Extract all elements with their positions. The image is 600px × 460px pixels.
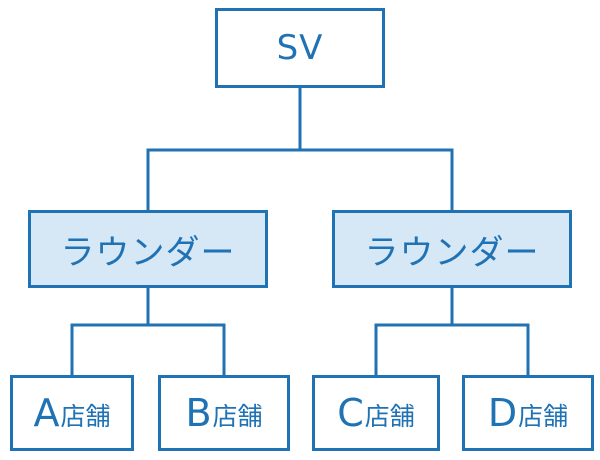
store-b-node: B 店舗 [158,375,290,451]
store-letter: D [487,391,518,435]
sv-node: SV [215,8,385,88]
store-suffix: 店舗 [212,402,263,431]
rounder-node-2: ラウンダー [332,210,572,288]
store-d-node: D 店舗 [462,375,594,451]
store-letter: A [33,391,60,435]
store-c-node: C 店舗 [312,375,440,451]
rounder-node-1: ラウンダー [28,210,268,288]
sv-label: SV [276,28,324,68]
store-letter: C [337,391,364,435]
rounder-label: ラウンダー [364,232,540,273]
store-letter: B [185,391,212,435]
rounder-label: ラウンダー [60,232,236,273]
store-suffix: 店舗 [60,402,111,431]
store-a-node: A 店舗 [10,375,134,451]
store-suffix: 店舗 [364,402,415,431]
store-suffix: 店舗 [518,402,569,431]
